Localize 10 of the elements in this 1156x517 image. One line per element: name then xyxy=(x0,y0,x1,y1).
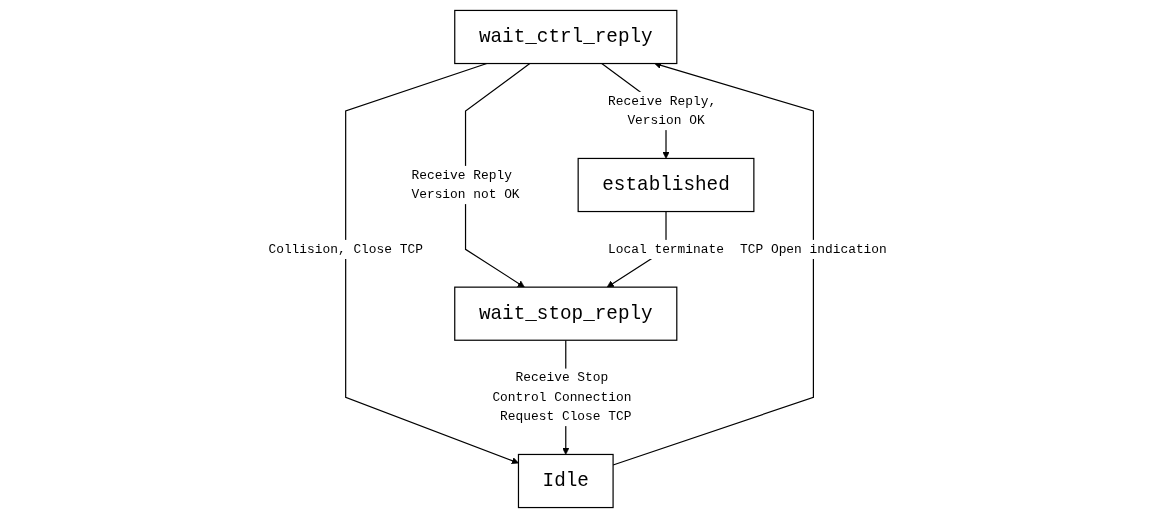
edge-label: Receive Reply, Version OK xyxy=(608,93,717,128)
edge-label: Receive Reply Version not OK xyxy=(411,167,520,202)
edge-label: Collision, Close TCP xyxy=(268,241,424,257)
edge-label: Local terminate xyxy=(608,241,725,257)
edge-label: Receive Stop Control Connection Request Close TCP xyxy=(492,370,632,424)
edge-label: TCP Open indication xyxy=(740,241,888,257)
node-box: established xyxy=(577,157,755,212)
node-box: wait_ctrl_reply xyxy=(454,9,678,64)
node-box: wait_stop_reply xyxy=(454,286,678,341)
node-box: Idle xyxy=(518,453,615,508)
